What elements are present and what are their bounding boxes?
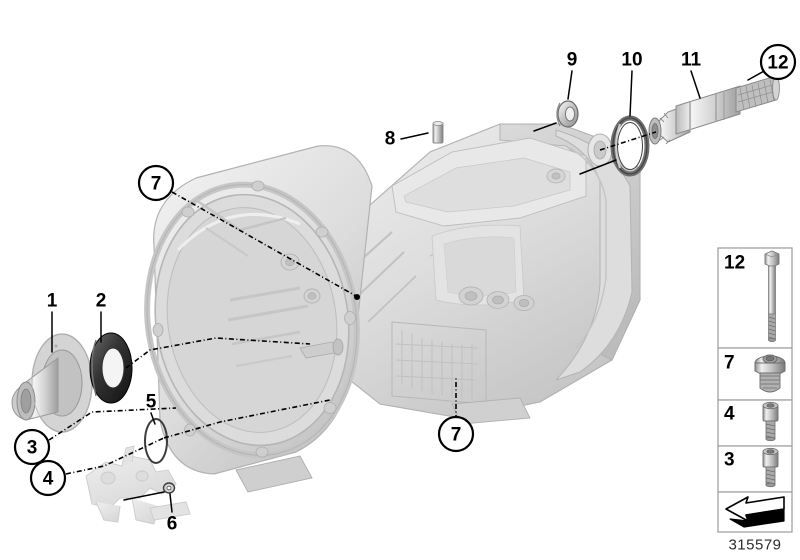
callout-8: 8 [385, 129, 396, 150]
socket-head-screw-icon-4 [762, 401, 779, 442]
callout-labels: 1 2 5 6 8 9 10 11 3 4 7 7 12 [13, 43, 797, 535]
legend-row-arrow [717, 491, 793, 533]
legend-row-3: 3 [717, 445, 793, 493]
callout-5: 5 [146, 392, 157, 413]
callout-7b: 7 [451, 425, 462, 446]
callout-3-group: 3 [13, 428, 51, 466]
callout-7a-group: 7 [137, 164, 175, 202]
arrow-direction-icon [725, 496, 785, 528]
callout-3-circle [13, 428, 51, 466]
gearbox-case-body [319, 123, 641, 425]
part-2-shaft-seal [89, 332, 133, 404]
leader-7a-dot [354, 294, 360, 300]
callout-4-group: 4 [29, 459, 67, 497]
fastener-legend-panel: 12 7 [717, 247, 793, 554]
callout-12: 12 [767, 53, 788, 74]
callout-11: 11 [681, 50, 702, 71]
part-9-bushing [556, 100, 579, 128]
leader-5 [150, 412, 156, 425]
part-8-dowel-pin [432, 121, 444, 144]
leader-6-seat [123, 491, 165, 501]
leader-6 [169, 493, 173, 513]
legend-row-12: 12 [717, 247, 793, 349]
legend-number-3: 3 [724, 450, 735, 471]
callout-7b-circle [437, 415, 475, 453]
leader-7a [171, 191, 357, 297]
legend-row-7: 7 [717, 347, 793, 401]
callout-7a: 7 [151, 174, 162, 195]
callout-3: 3 [27, 438, 38, 459]
leader-lines [48, 69, 767, 513]
callout-9: 9 [567, 50, 578, 71]
leader-11 [690, 70, 701, 99]
leader-10-seat [579, 159, 617, 175]
callout-1: 1 [47, 291, 58, 312]
callout-6: 6 [167, 514, 178, 535]
leader-9 [567, 70, 573, 100]
legend-cell-12 [717, 247, 793, 349]
callout-4: 4 [43, 469, 54, 490]
callout-12-circle [759, 43, 797, 81]
part-4-shift-lever-bracket [85, 445, 191, 525]
leader-4 [65, 435, 169, 475]
leader-2-seat [125, 337, 311, 369]
leader-8 [400, 132, 429, 140]
leader-10 [629, 70, 633, 117]
legend-number-12: 12 [724, 253, 745, 274]
legend-number-7: 7 [724, 353, 735, 374]
part-1-input-shaft-guide-sleeve [11, 333, 93, 433]
part-11-speed-sensor-shaft [648, 75, 780, 145]
callout-10: 10 [621, 50, 642, 71]
legend-number-4: 4 [724, 404, 735, 425]
legend-row-4: 4 [717, 399, 793, 447]
legend-cell-3 [717, 445, 793, 493]
oil-drain-plug-icon [754, 354, 786, 393]
part-5-o-ring [144, 418, 168, 464]
leader-9-seat [533, 122, 557, 132]
part-6-retaining-clip [162, 482, 176, 494]
bell-housing [144, 145, 373, 493]
callout-2: 2 [96, 291, 107, 312]
transmission-assembly [144, 123, 641, 493]
callout-7b-group: 7 [437, 415, 475, 453]
leader-5-seat [163, 399, 331, 439]
diagram-id-number: 315579 [728, 537, 781, 554]
socket-head-screw-icon-3 [762, 447, 779, 488]
hex-head-bolt-icon [764, 250, 780, 342]
callout-4-circle [29, 459, 67, 497]
part-10-sealing-ring [610, 115, 650, 177]
callout-12-group: 12 [759, 43, 797, 81]
leader-3 [48, 407, 177, 441]
callout-7a-circle [137, 164, 175, 202]
